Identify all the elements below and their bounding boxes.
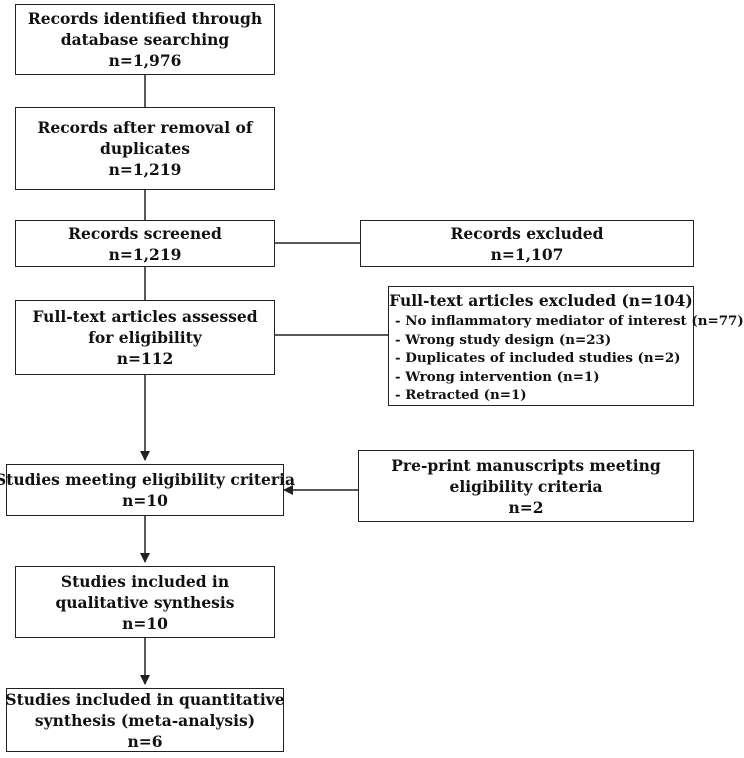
- box-screened-count: n=1,219: [108, 244, 182, 264]
- exclusion-reasons-list: - No inflammatory mediator of interest (…: [395, 312, 744, 405]
- box-after-duplicates-line-2: duplicates: [100, 139, 190, 158]
- connector-layer: [140, 75, 388, 685]
- exclusion-reason-item: - Wrong study design (n=23): [395, 331, 612, 348]
- box-screened-line-1: Records screened: [68, 223, 222, 243]
- box-fulltext-assessed: Full-text articles assessed for eligibil…: [15, 300, 275, 375]
- prisma-flow-diagram: Records identified through database sear…: [0, 4, 744, 752]
- box-records-identified-count: n=1,976: [108, 51, 182, 70]
- box-preprint-line-1: Pre-print manuscripts meeting: [391, 455, 661, 475]
- box-records-excluded: Records excluded n=1,107: [360, 220, 694, 267]
- box-records-screened: Records screened n=1,219: [15, 220, 275, 267]
- exclusion-reason-item: - Retracted (n=1): [395, 387, 527, 404]
- box-fulltext-assessed-count: n=112: [116, 349, 174, 368]
- box-after-duplicates-line-1: Records after removal of: [37, 118, 253, 137]
- box-meeting-line-1: Studies meeting eligibility criteria: [0, 470, 296, 489]
- box-preprint-manuscripts: Pre-print manuscripts meeting eligibilit…: [358, 450, 694, 522]
- box-quantitative-line-2: synthesis (meta-analysis): [34, 710, 256, 730]
- box-excluded-line-1: Records excluded: [450, 223, 604, 243]
- exclusion-reason-item: - Wrong intervention (n=1): [395, 368, 600, 385]
- exclusion-reason-item: - No inflammatory mediator of interest (…: [395, 313, 744, 329]
- box-excluded-count: n=1,107: [490, 244, 564, 264]
- box-quantitative-count: n=6: [127, 731, 163, 751]
- box-records-identified-line-2: database searching: [60, 30, 230, 49]
- box-records-after-duplicates: Records after removal of duplicates n=1,…: [15, 107, 275, 190]
- box-quantitative-synthesis: Studies included in quantitative synthes…: [5, 688, 285, 752]
- box-records-identified: Records identified through database sear…: [15, 4, 275, 75]
- box-qualitative-synthesis: Studies included in qualitative synthesi…: [15, 566, 275, 638]
- exclusion-reason-item: - Duplicates of included studies (n=2): [395, 350, 681, 367]
- box-after-duplicates-count: n=1,219: [108, 160, 182, 179]
- box-preprint-count: n=2: [508, 497, 544, 517]
- box-preprint-line-2: eligibility criteria: [449, 476, 603, 496]
- box-qualitative-line-2: qualitative synthesis: [55, 592, 235, 612]
- box-meeting-count: n=10: [122, 491, 168, 510]
- box-quantitative-line-1: Studies included in quantitative: [5, 689, 285, 709]
- box-fulltext-excluded-heading: Full-text articles excluded (n=104): [389, 291, 693, 310]
- box-fulltext-assessed-line-2: for eligibility: [88, 328, 202, 347]
- box-fulltext-assessed-line-1: Full-text articles assessed: [32, 307, 258, 326]
- box-qualitative-count: n=10: [122, 613, 168, 633]
- box-qualitative-line-1: Studies included in: [60, 571, 230, 591]
- box-records-identified-line-1: Records identified through: [27, 9, 263, 28]
- box-studies-meeting-criteria: Studies meeting eligibility criteria n=1…: [0, 464, 295, 516]
- box-fulltext-excluded: Full-text articles excluded (n=104) - No…: [388, 286, 744, 406]
